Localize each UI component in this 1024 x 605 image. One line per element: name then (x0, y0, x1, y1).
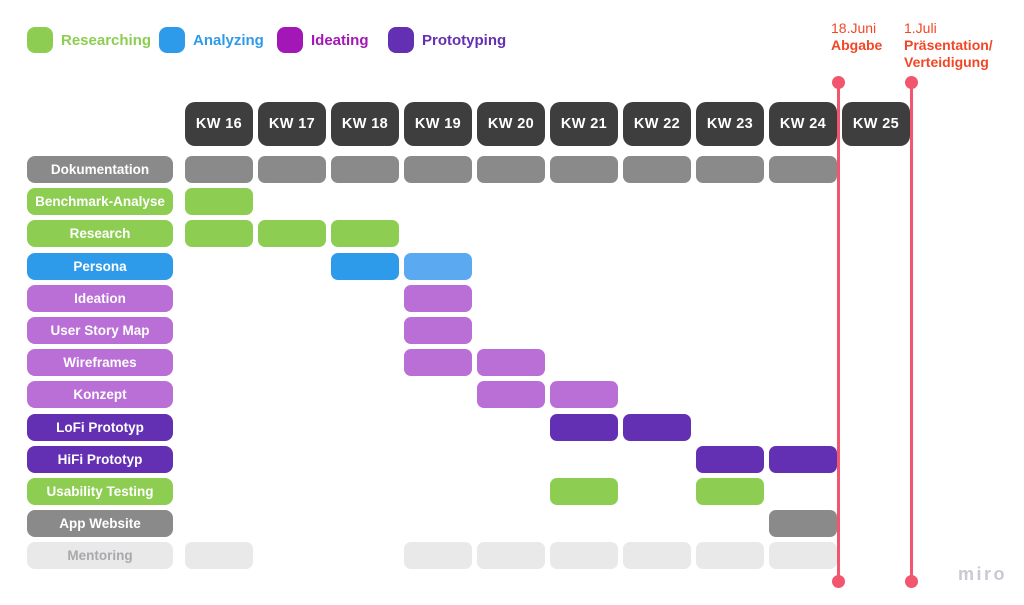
gantt-bar-dokumentation-kw16[interactable] (185, 156, 253, 183)
legend-item-researching[interactable]: Researching (27, 27, 151, 53)
column-header-kw-20[interactable]: KW 20 (477, 102, 545, 146)
gantt-bar-dokumentation-kw18[interactable] (331, 156, 399, 183)
gantt-bar-usability-testing-kw23[interactable] (696, 478, 764, 505)
row-label-mentoring[interactable]: Mentoring (27, 542, 173, 569)
column-header-kw-23[interactable]: KW 23 (696, 102, 764, 146)
milestone-line-1-juli[interactable] (909, 82, 913, 581)
legend-label: Ideating (311, 31, 369, 49)
milestone-dot-top-18-juni (831, 76, 845, 89)
row-label-persona[interactable]: Persona (27, 253, 173, 280)
gantt-bar-dokumentation-kw20[interactable] (477, 156, 545, 183)
row-label-benchmark-analyse[interactable]: Benchmark-Analyse (27, 188, 173, 215)
row-label-hifi-prototyp[interactable]: HiFi Prototyp (27, 446, 173, 473)
gantt-bar-research-kw17[interactable] (258, 220, 326, 247)
column-header-kw-16[interactable]: KW 16 (185, 102, 253, 146)
gantt-bar-lofi-prototyp-kw22[interactable] (623, 414, 691, 441)
gantt-bar-hifi-prototyp-kw24[interactable] (769, 446, 837, 473)
row-label-wireframes[interactable]: Wireframes (27, 349, 173, 376)
gantt-bar-research-kw18[interactable] (331, 220, 399, 247)
gantt-bar-dokumentation-kw22[interactable] (623, 156, 691, 183)
gantt-bar-persona-kw19[interactable] (404, 253, 472, 280)
gantt-bar-konzept-kw21[interactable] (550, 381, 618, 408)
gantt-bar-mentoring-kw24[interactable] (769, 542, 837, 569)
legend-item-ideating[interactable]: Ideating (277, 27, 369, 53)
gantt-bar-persona-kw18[interactable] (331, 253, 399, 280)
milestone-dot-bottom-1-juli (904, 575, 918, 588)
legend-swatch-ideating-icon (277, 27, 303, 53)
row-label-user-story-map[interactable]: User Story Map (27, 317, 173, 344)
milestone-title-line: Verteidigung (904, 54, 989, 70)
gantt-bar-user-story-map-kw19[interactable] (404, 317, 472, 344)
row-label-konzept[interactable]: Konzept (27, 381, 173, 408)
gantt-bar-dokumentation-kw24[interactable] (769, 156, 837, 183)
milestone-line-18-juni[interactable] (836, 82, 840, 581)
column-header-kw-25[interactable]: KW 25 (842, 102, 910, 146)
milestone-date: 18.Juni (831, 20, 877, 36)
row-label-lofi-prototyp[interactable]: LoFi Prototyp (27, 414, 173, 441)
legend-swatch-researching-icon (27, 27, 53, 53)
legend-swatch-prototyping-icon (388, 27, 414, 53)
column-header-kw-24[interactable]: KW 24 (769, 102, 837, 146)
legend-item-analyzing[interactable]: Analyzing (159, 27, 264, 53)
gantt-bar-dokumentation-kw19[interactable] (404, 156, 472, 183)
milestone-dot-top-1-juli (904, 76, 918, 89)
row-label-ideation[interactable]: Ideation (27, 285, 173, 312)
miro-watermark: miro (958, 564, 1008, 584)
gantt-bar-research-kw16[interactable] (185, 220, 253, 247)
gantt-bar-ideation-kw19[interactable] (404, 285, 472, 312)
row-label-dokumentation[interactable]: Dokumentation (27, 156, 173, 183)
gantt-bar-lofi-prototyp-kw21[interactable] (550, 414, 618, 441)
legend-swatch-analyzing-icon (159, 27, 185, 53)
gantt-bar-dokumentation-kw21[interactable] (550, 156, 618, 183)
gantt-bar-mentoring-kw21[interactable] (550, 542, 618, 569)
legend-label: Researching (61, 31, 152, 49)
row-label-app-website[interactable]: App Website (27, 510, 173, 537)
gantt-bar-konzept-kw20[interactable] (477, 381, 545, 408)
column-header-kw-22[interactable]: KW 22 (623, 102, 691, 146)
legend-label: Analyzing (193, 31, 264, 49)
gantt-bar-mentoring-kw19[interactable] (404, 542, 472, 569)
gantt-bar-hifi-prototyp-kw23[interactable] (696, 446, 764, 473)
gantt-bar-mentoring-kw16[interactable] (185, 542, 253, 569)
milestone-date: 1.Juli (904, 20, 937, 36)
gantt-bar-wireframes-kw20[interactable] (477, 349, 545, 376)
milestone-title-line: Abgabe (831, 37, 883, 53)
column-header-kw-18[interactable]: KW 18 (331, 102, 399, 146)
gantt-bar-mentoring-kw20[interactable] (477, 542, 545, 569)
gantt-bar-usability-testing-kw21[interactable] (550, 478, 618, 505)
legend-label: Prototyping (422, 31, 507, 49)
milestone-dot-bottom-18-juni (831, 575, 845, 588)
gantt-bar-mentoring-kw23[interactable] (696, 542, 764, 569)
column-header-kw-21[interactable]: KW 21 (550, 102, 618, 146)
legend-item-prototyping[interactable]: Prototyping (388, 27, 506, 53)
column-header-kw-17[interactable]: KW 17 (258, 102, 326, 146)
milestone-title-line: Präsentation/ (904, 37, 993, 53)
column-header-kw-19[interactable]: KW 19 (404, 102, 472, 146)
row-label-research[interactable]: Research (27, 220, 173, 247)
gantt-bar-wireframes-kw19[interactable] (404, 349, 472, 376)
gantt-bar-dokumentation-kw17[interactable] (258, 156, 326, 183)
gantt-bar-benchmark-analyse-kw16[interactable] (185, 188, 253, 215)
row-label-usability-testing[interactable]: Usability Testing (27, 478, 173, 505)
gantt-bar-mentoring-kw22[interactable] (623, 542, 691, 569)
gantt-bar-app-website-kw24[interactable] (769, 510, 837, 537)
gantt-bar-dokumentation-kw23[interactable] (696, 156, 764, 183)
